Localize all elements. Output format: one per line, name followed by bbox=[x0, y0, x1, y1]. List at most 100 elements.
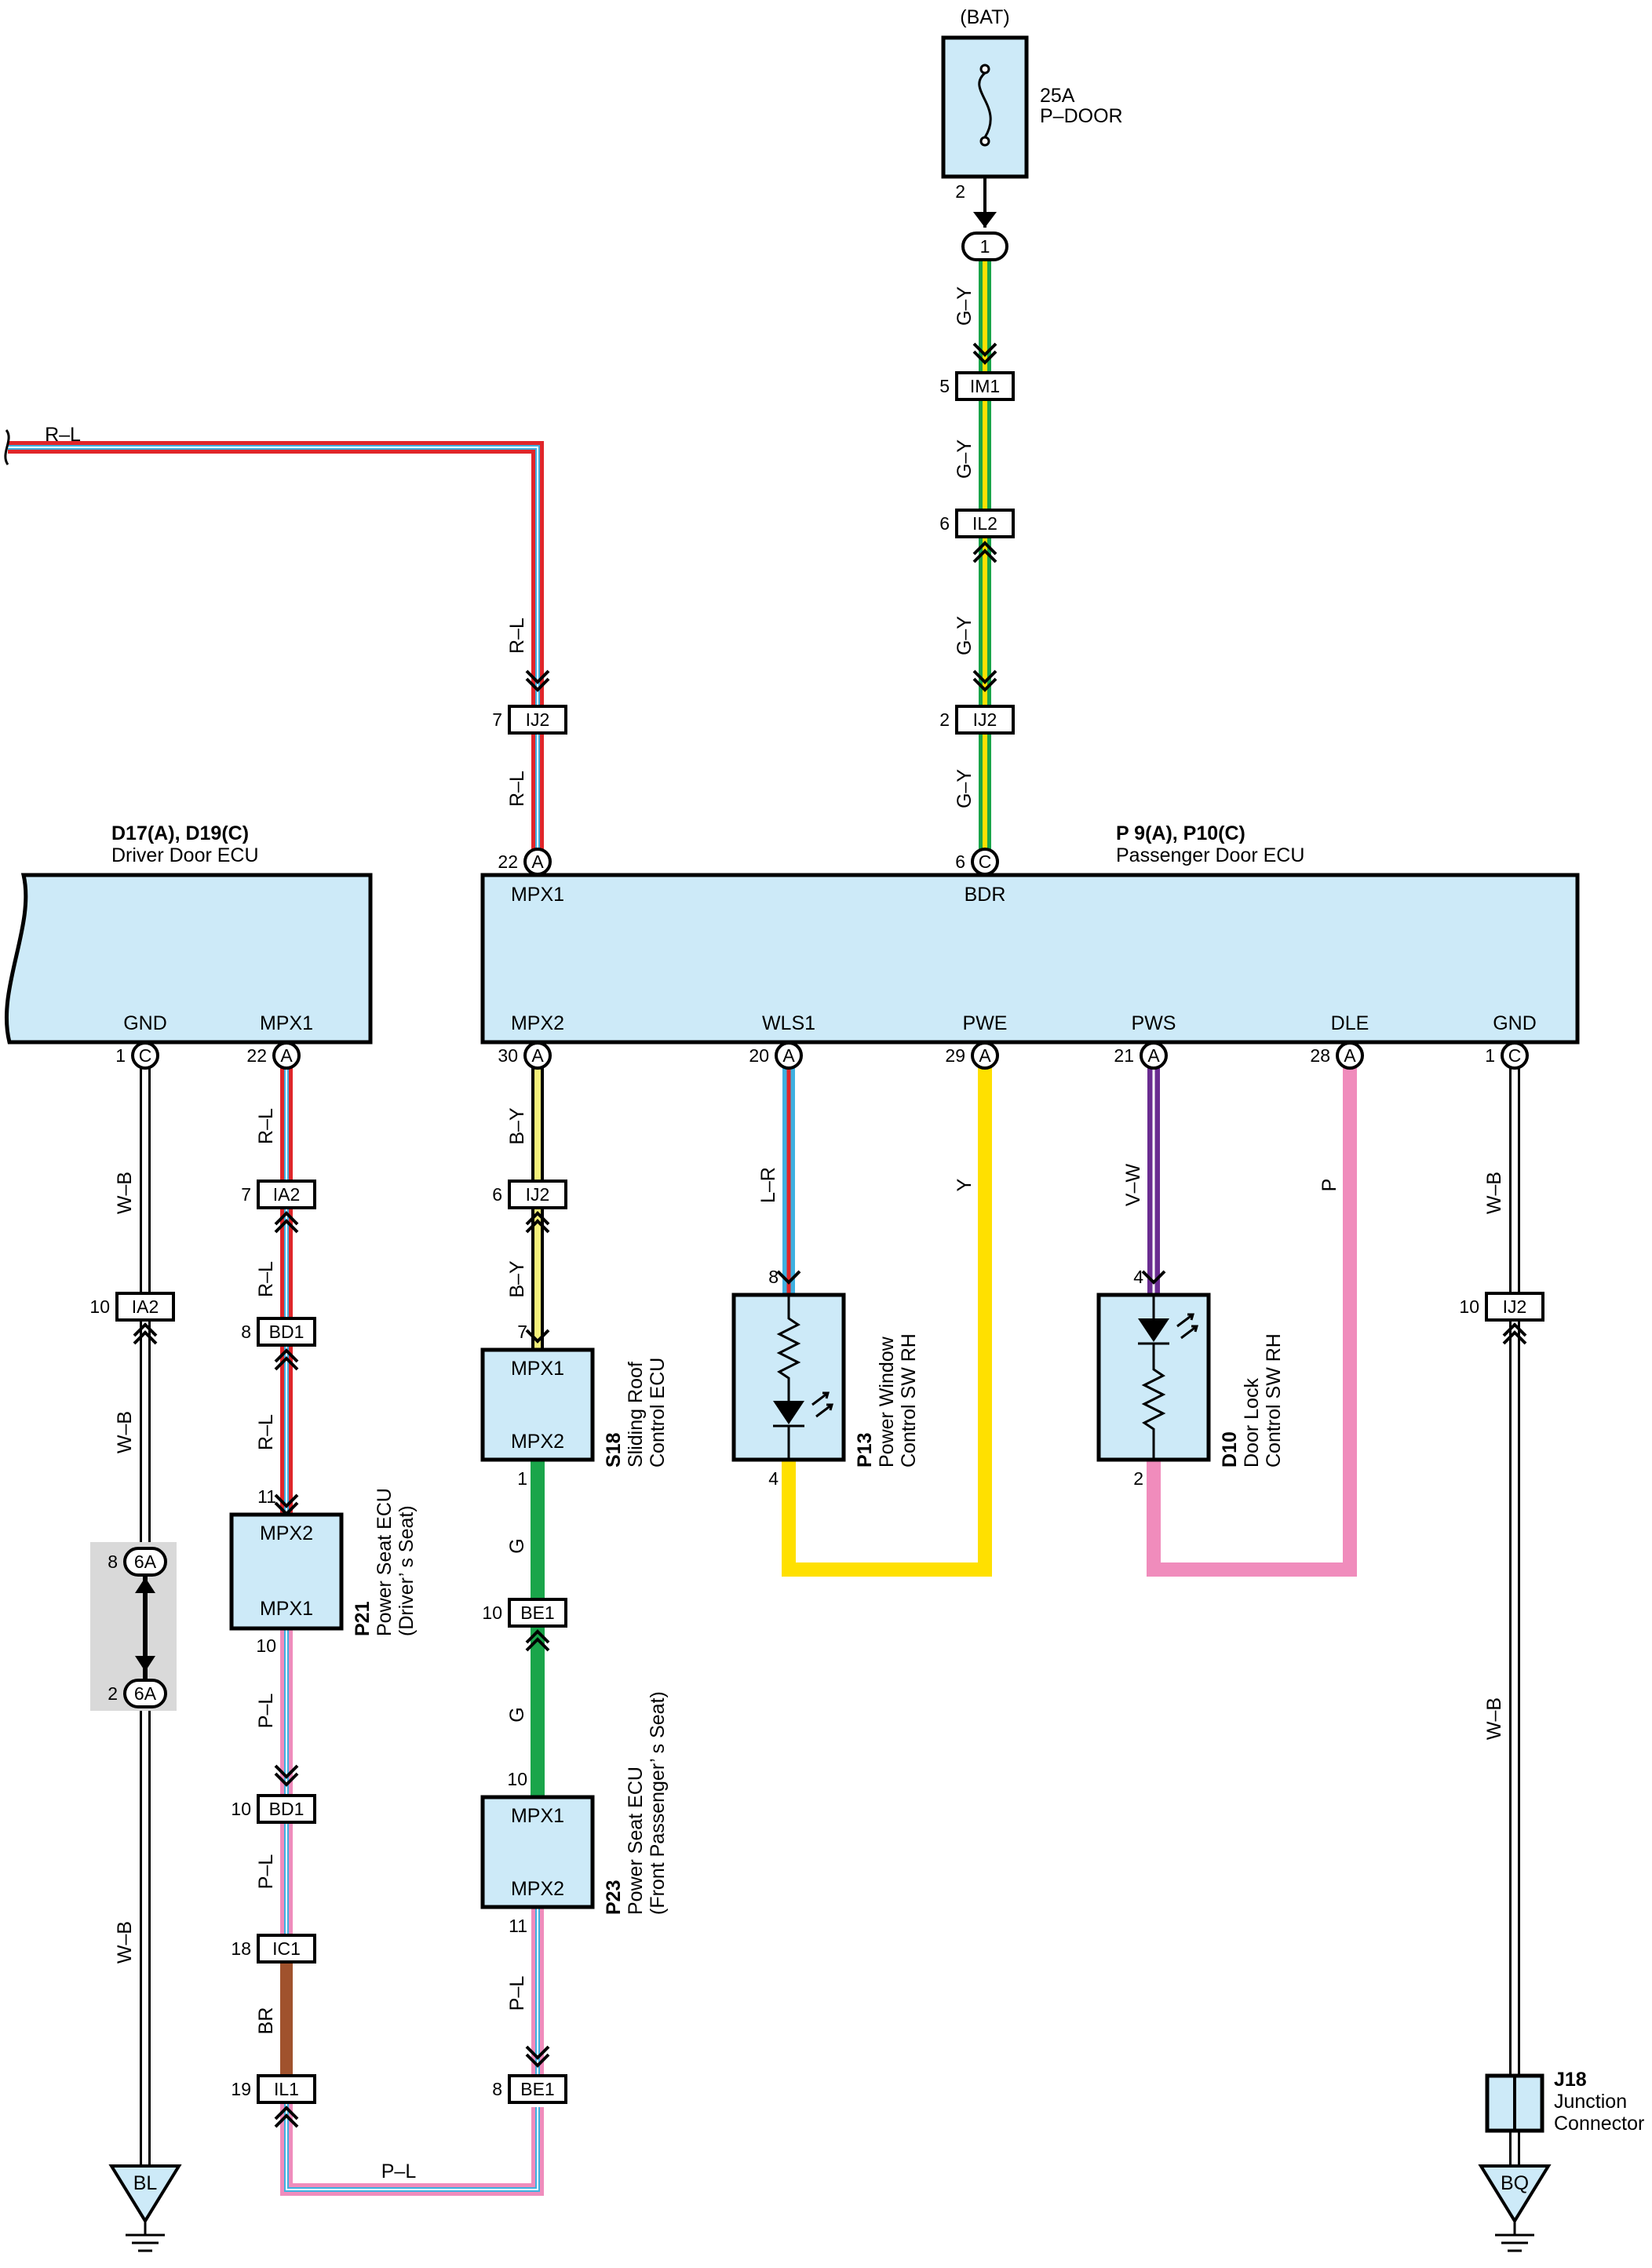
fuse-pin: 2 bbox=[955, 181, 965, 202]
wire-label-pl: P–L bbox=[255, 1694, 277, 1729]
svg-text:2: 2 bbox=[939, 709, 950, 730]
fuse-name: P–DOOR bbox=[1040, 105, 1123, 127]
wire-labels: R–L G–Y G–Y G–Y G–Y R–L R–L W–B W–B W–B … bbox=[45, 286, 1505, 2182]
s18-code: S18 bbox=[603, 1432, 625, 1468]
driver-ecu-conn-a: A bbox=[280, 1045, 293, 1066]
wire-label-wb: W–B bbox=[1483, 1172, 1505, 1214]
svg-text:2: 2 bbox=[1133, 1468, 1143, 1489]
svg-text:11: 11 bbox=[257, 1486, 276, 1507]
wire-label-vw: V–W bbox=[1122, 1164, 1144, 1207]
svg-text:19: 19 bbox=[231, 2079, 251, 2099]
svg-text:MPX1: MPX1 bbox=[260, 1598, 313, 1620]
svg-text:MPX1: MPX1 bbox=[511, 1805, 564, 1827]
svg-text:IM1: IM1 bbox=[970, 376, 1000, 396]
wire-y bbox=[782, 1056, 992, 1577]
svg-text:10: 10 bbox=[507, 1769, 527, 1789]
svg-text:IA2: IA2 bbox=[132, 1296, 159, 1317]
passenger-ecu-top-mpx1: MPX1 bbox=[511, 884, 564, 906]
d10-line2: Control SW RH bbox=[1263, 1333, 1285, 1468]
junction-be1-lower: BE1 8 bbox=[492, 2045, 567, 2104]
wire-label-pl-horizontal: P–L bbox=[381, 2160, 417, 2182]
junction-bd1-lower: BD1 10 bbox=[231, 1764, 316, 1824]
fuse-connector bbox=[961, 232, 1008, 261]
wire-label-by: B–Y bbox=[506, 1260, 528, 1298]
wire-label-wb: W–B bbox=[114, 1411, 136, 1453]
driver-ecu-code: D17(A), D19(C) bbox=[111, 822, 249, 844]
passenger-ecu-code: P 9(A), P10(C) bbox=[1116, 822, 1245, 844]
svg-text:6: 6 bbox=[939, 513, 950, 534]
svg-text:10: 10 bbox=[89, 1296, 110, 1317]
driver-ecu-terminal-gnd: GND bbox=[123, 1012, 167, 1034]
wire-label-rl: R–L bbox=[255, 1108, 277, 1144]
resistor-icon bbox=[1141, 1344, 1166, 1460]
driver-ecu-conn-c: C bbox=[139, 1045, 152, 1066]
passenger-ecu-terminal: PWS bbox=[1132, 1012, 1176, 1034]
wire-label-wb: W–B bbox=[114, 1921, 136, 1964]
passenger-door-ecu: P 9(A), P10(C) Passenger Door ECU MPX1 B… bbox=[480, 822, 1580, 1070]
j18-code: J18 bbox=[1554, 2069, 1587, 2091]
wire-label-by: B–Y bbox=[506, 1107, 528, 1145]
p21-line1: Power Seat ECU bbox=[374, 1488, 396, 1636]
svg-text:IL2: IL2 bbox=[972, 513, 997, 534]
svg-text:IA2: IA2 bbox=[273, 1184, 301, 1205]
p23-line1: Power Seat ECU bbox=[625, 1767, 647, 1915]
passenger-ecu-conn: A bbox=[1344, 1045, 1356, 1066]
p21-box bbox=[229, 1512, 344, 1631]
wire-pl-loop bbox=[280, 2103, 544, 2196]
wire-label-rl: R–L bbox=[255, 1414, 277, 1450]
wire-p bbox=[1147, 1056, 1357, 1577]
wire-label-rl-horizontal: R–L bbox=[45, 424, 81, 446]
wire-label-rl: R–L bbox=[506, 771, 528, 807]
svg-text:IL1: IL1 bbox=[274, 2079, 299, 2099]
junction-ia2-lower: IA2 10 bbox=[89, 1292, 175, 1345]
passenger-ecu-terminal: WLS1 bbox=[762, 1012, 815, 1034]
p21-code: P21 bbox=[352, 1601, 374, 1636]
passenger-ecu-terminal: DLE bbox=[1331, 1012, 1369, 1034]
svg-text:BE1: BE1 bbox=[520, 2079, 554, 2099]
p23-code: P23 bbox=[603, 1880, 625, 1915]
svg-text:4: 4 bbox=[1133, 1267, 1143, 1287]
passenger-ecu-conn-bdr: C bbox=[979, 851, 992, 872]
component-j18: A J18 Junction Connector bbox=[1485, 2069, 1644, 2135]
svg-text:8: 8 bbox=[108, 1552, 118, 1572]
svg-text:6A: 6A bbox=[134, 1552, 157, 1572]
ground-left: BL bbox=[108, 2164, 182, 2252]
p21-line2: (Driver’ s Seat) bbox=[396, 1505, 418, 1636]
resistor-icon bbox=[776, 1295, 801, 1401]
junction-be1-upper: BE1 10 bbox=[482, 1598, 567, 1652]
passenger-ecu-terminal: PWE bbox=[963, 1012, 1008, 1034]
svg-text:IJ2: IJ2 bbox=[973, 709, 997, 730]
passenger-ecu-top-bdr: BDR bbox=[965, 884, 1006, 906]
fuse-icon bbox=[978, 71, 992, 138]
p13-code: P13 bbox=[854, 1433, 876, 1468]
junction-connectors: IM1 5 IL2 6 IJ2 2 IJ2 7 IA2 7 bbox=[89, 342, 1544, 2128]
svg-text:IJ2: IJ2 bbox=[1503, 1296, 1527, 1317]
svg-text:2: 2 bbox=[108, 1683, 118, 1704]
passenger-ecu-conn: A bbox=[1147, 1045, 1160, 1066]
svg-text:8: 8 bbox=[241, 1322, 251, 1342]
svg-text:MPX2: MPX2 bbox=[260, 1522, 313, 1544]
svg-text:10: 10 bbox=[1459, 1296, 1479, 1317]
svg-text:18: 18 bbox=[231, 1938, 251, 1959]
component-s18: 7 MPX1 MPX2 1 S18 Sliding Roof Control E… bbox=[480, 1322, 669, 1489]
wire-label-wb: W–B bbox=[1483, 1697, 1505, 1740]
j18-line1: Junction bbox=[1554, 2091, 1627, 2113]
junction-bd1-upper: BD1 8 bbox=[241, 1317, 316, 1371]
component-d10: 4 2 D10 Door Lock Control SW RH bbox=[1096, 1267, 1285, 1489]
fuse-rating: 25A bbox=[1040, 85, 1075, 107]
driver-door-ecu: D17(A), D19(C) Driver Door ECU GND MPX1 … bbox=[5, 822, 373, 1070]
driver-ecu-name: Driver Door ECU bbox=[111, 844, 259, 866]
driver-ecu-terminal-mpx1: MPX1 bbox=[260, 1012, 313, 1034]
svg-text:10: 10 bbox=[482, 1603, 502, 1623]
passenger-ecu-pin: 30 bbox=[498, 1045, 518, 1066]
p23-box bbox=[480, 1795, 595, 1909]
component-p13: 8 4 P13 Power Window Control SW RH bbox=[731, 1267, 920, 1489]
s18-box bbox=[480, 1347, 595, 1462]
svg-text:IC1: IC1 bbox=[272, 1938, 301, 1959]
led-icon bbox=[1138, 1318, 1169, 1342]
svg-text:6: 6 bbox=[492, 1184, 502, 1205]
wire-label-pl: P–L bbox=[506, 1976, 528, 2011]
fuse-box bbox=[941, 35, 1029, 179]
passenger-ecu-conn: A bbox=[782, 1045, 795, 1066]
wire-label-rl: R–L bbox=[506, 618, 528, 654]
